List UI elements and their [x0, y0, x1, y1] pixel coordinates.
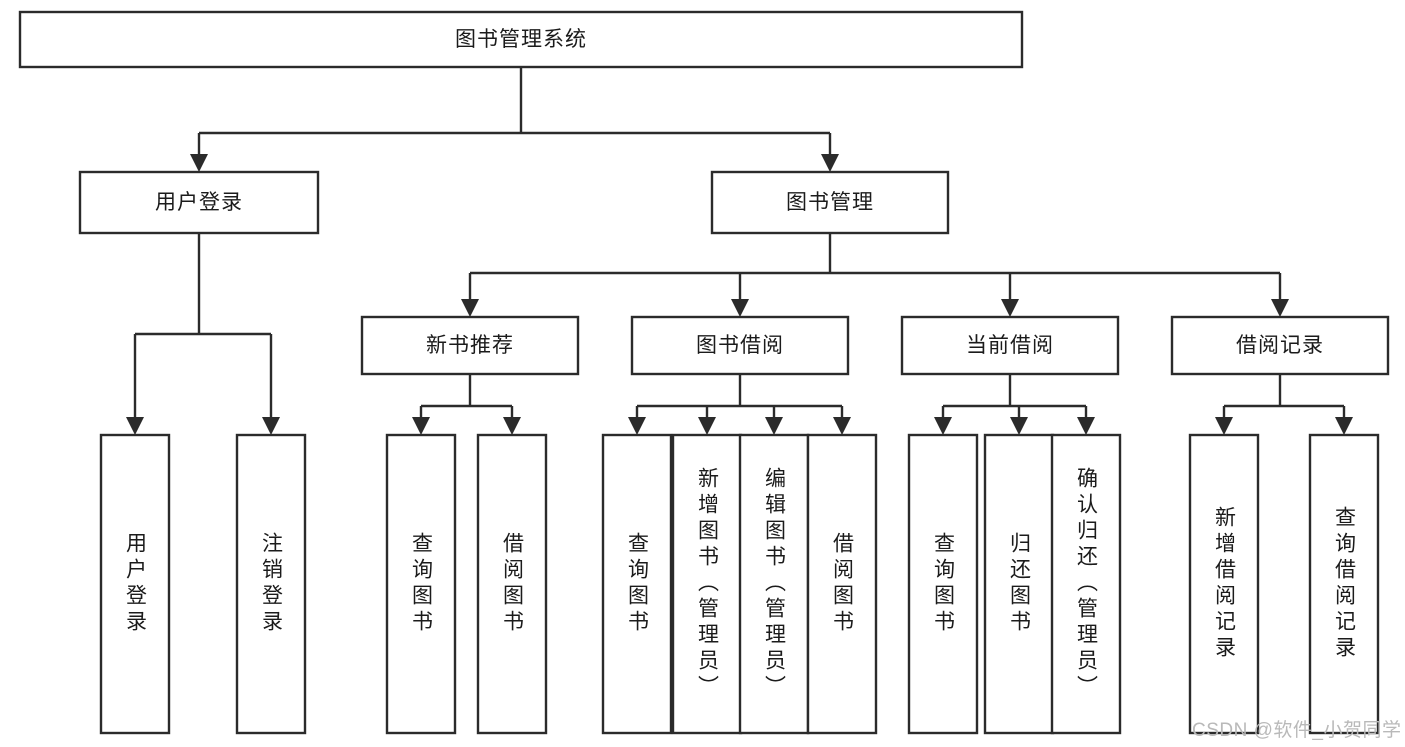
- node-box-leaf-borrow-book-1[interactable]: [476, 433, 548, 735]
- arrow-head-icon: [698, 417, 716, 435]
- arrow-head-icon: [1001, 299, 1019, 317]
- arrow-head-icon: [190, 154, 208, 172]
- arrow-head-icon: [1215, 417, 1233, 435]
- node-label-new-book-recommend: 新书推荐: [426, 334, 514, 357]
- connector-layer: [126, 67, 1353, 435]
- csdn-watermark: CSDN @软件_小贺同学: [1192, 720, 1402, 741]
- connector-current-to-leaves: [934, 374, 1095, 435]
- node-box-new-book-recommend[interactable]: [360, 315, 580, 376]
- arrow-head-icon: [1077, 417, 1095, 435]
- node-box-book-admin[interactable]: [710, 170, 950, 235]
- node-label-user-login: 用户登录: [155, 191, 243, 214]
- arrow-head-icon: [821, 154, 839, 172]
- node-box-root[interactable]: [18, 10, 1024, 69]
- node-box-leaf-edit-book[interactable]: [738, 433, 810, 735]
- node-label-root: 图书管理系统: [455, 28, 587, 51]
- node-box-current-borrow[interactable]: [900, 315, 1120, 376]
- arrow-head-icon: [262, 417, 280, 435]
- arrow-head-icon: [833, 417, 851, 435]
- node-label-current-borrow: 当前借阅: [966, 334, 1054, 357]
- arrow-head-icon: [765, 417, 783, 435]
- node-label-book-borrow: 图书借阅: [696, 334, 784, 357]
- arrow-head-icon: [1010, 417, 1028, 435]
- node-label-book-admin: 图书管理: [786, 191, 874, 214]
- connector-record-to-leaves: [1215, 374, 1353, 435]
- node-box-leaf-confirm-return[interactable]: [1050, 433, 1122, 735]
- node-box-leaf-query-book-2[interactable]: [601, 433, 673, 735]
- node-box-leaf-query-record[interactable]: [1308, 433, 1380, 735]
- connector-recommend-to-leaves: [412, 374, 521, 435]
- arrow-head-icon: [934, 417, 952, 435]
- node-label-borrow-record: 借阅记录: [1236, 334, 1324, 357]
- node-box-book-borrow[interactable]: [630, 315, 850, 376]
- connector-bookadmin-to-level2: [461, 233, 1289, 317]
- node-box-borrow-record[interactable]: [1170, 315, 1390, 376]
- connector-userlogin-to-leaves: [126, 233, 280, 435]
- node-box-leaf-query-book-1[interactable]: [385, 433, 457, 735]
- arrow-head-icon: [461, 299, 479, 317]
- node-box-leaf-add-book[interactable]: [671, 433, 743, 735]
- arrow-head-icon: [126, 417, 144, 435]
- arrow-head-icon: [412, 417, 430, 435]
- node-box-leaf-query-book-3[interactable]: [907, 433, 979, 735]
- node-box-layer: [18, 10, 1390, 735]
- arrow-head-icon: [1335, 417, 1353, 435]
- connector-borrow-to-leaves: [628, 374, 851, 435]
- arrow-head-icon: [628, 417, 646, 435]
- connector-root-to-level1: [190, 67, 839, 172]
- node-box-leaf-user-logout[interactable]: [235, 433, 307, 735]
- arrow-head-icon: [1271, 299, 1289, 317]
- node-box-leaf-return-book[interactable]: [983, 433, 1055, 735]
- node-box-leaf-add-record[interactable]: [1188, 433, 1260, 735]
- arrow-head-icon: [731, 299, 749, 317]
- node-box-user-login[interactable]: [78, 170, 320, 235]
- node-box-leaf-borrow-book-2[interactable]: [806, 433, 878, 735]
- node-box-leaf-user-login[interactable]: [99, 433, 171, 735]
- arrow-head-icon: [503, 417, 521, 435]
